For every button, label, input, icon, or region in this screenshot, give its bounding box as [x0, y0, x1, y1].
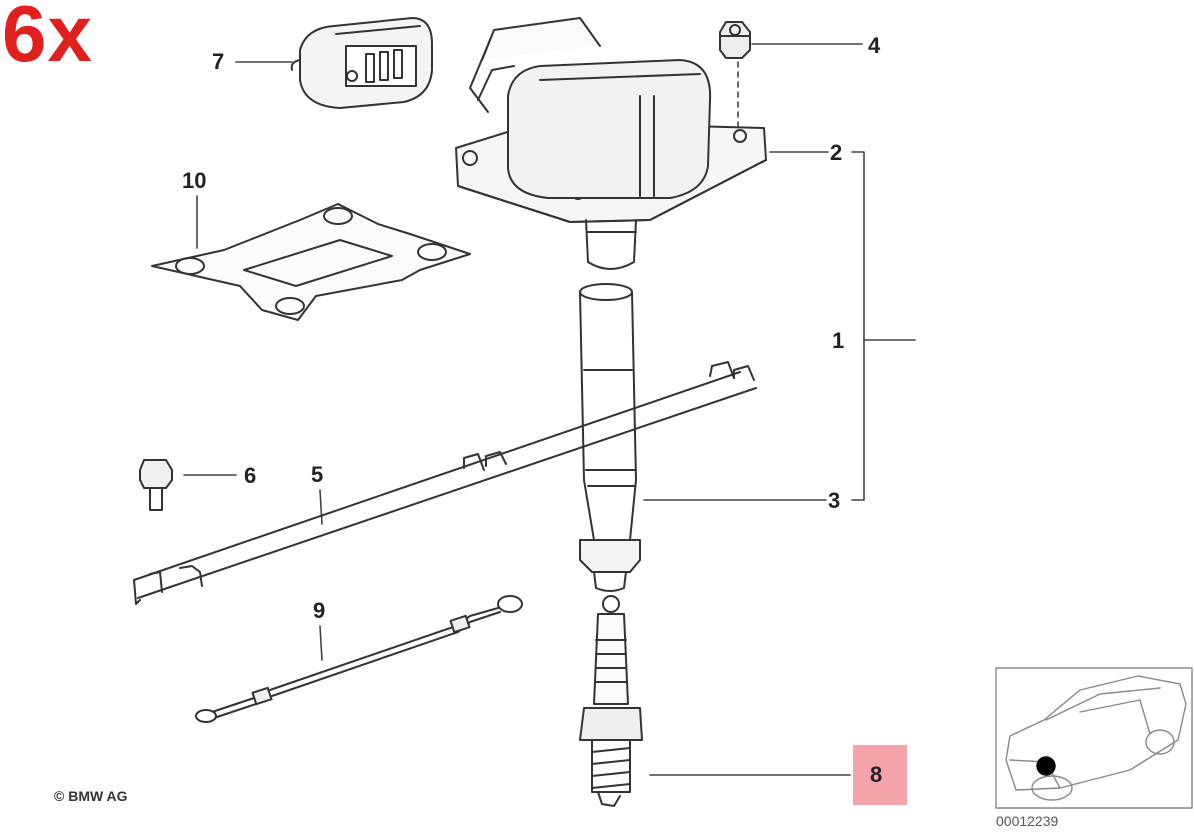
spark-plug-drawing: [579, 595, 643, 807]
nut-drawing: [719, 21, 751, 59]
gasket-drawing: [151, 203, 471, 321]
diagram-id: 00012239: [996, 813, 1059, 829]
locator-dot: [1036, 756, 1056, 776]
callout-part-8: 8: [870, 762, 883, 787]
leader-lines: [183, 43, 916, 776]
ignition-coil-drawing: [455, 17, 767, 270]
callout-part-6: 6: [244, 463, 257, 488]
car-locator-inset: [995, 667, 1193, 809]
ground-cable-drawing: [195, 595, 523, 723]
spark-plug-connector-drawing: [579, 283, 641, 592]
callout-part-5: 5: [311, 462, 324, 487]
callout-part-4: 4: [868, 33, 881, 58]
callout-part-3: 3: [828, 488, 841, 513]
copyright-text: © BMW AG: [54, 788, 128, 804]
plug-connector-drawing: [290, 17, 433, 109]
cable-holder-drawing: [133, 361, 757, 605]
callout-part-1: 1: [832, 328, 845, 353]
highlight-box-part-8: [853, 745, 907, 805]
callout-part-2: 2: [830, 140, 843, 165]
callout-part-7: 7: [212, 49, 225, 74]
callout-part-10: 10: [182, 168, 207, 193]
callout-part-9: 9: [313, 598, 326, 623]
bolt-drawing: [139, 459, 173, 511]
quantity-label: 6x: [2, 0, 93, 78]
